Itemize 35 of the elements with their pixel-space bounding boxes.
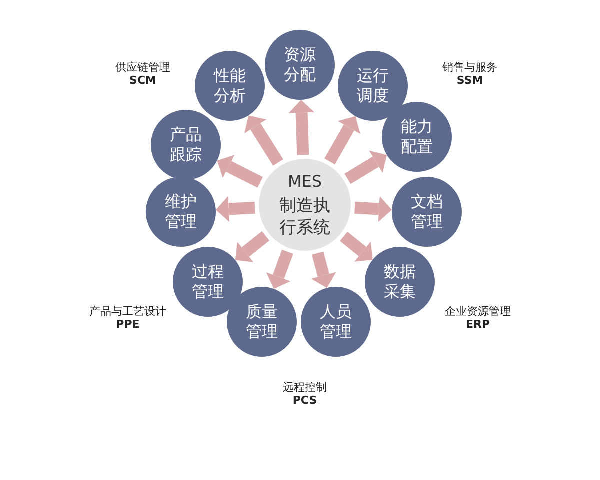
arrow [324, 116, 360, 165]
system-name: 销售与服务 [442, 60, 498, 75]
arrow [344, 150, 388, 184]
circle-text: 性能分析 [213, 66, 247, 106]
system-abbreviation: PCS [292, 394, 318, 407]
system-name: 远程控制 [283, 380, 327, 395]
circle-text: 质量管理 [245, 302, 279, 342]
arrow [354, 196, 392, 222]
circle-text: 制造执行系统 [278, 194, 332, 238]
arrow [311, 252, 336, 288]
circle-text: 维护管理 [164, 192, 198, 232]
circle-text: 运行调度 [356, 66, 390, 106]
center-circle [259, 159, 351, 251]
circle-text: 人员管理 [319, 302, 353, 342]
system-name: 产品与工艺设计 [90, 304, 166, 319]
arrow [216, 196, 256, 222]
circle-text: 资源分配 [283, 45, 317, 85]
arrow [288, 100, 315, 156]
circle-text: 产品跟踪 [169, 125, 203, 165]
circle-heading: MES [288, 172, 322, 190]
system-name: 企业资源管理 [445, 304, 511, 319]
system-abbreviation: PPE [116, 318, 140, 331]
circle-text: 数据采集 [383, 262, 417, 302]
circle-text: 过程管理 [191, 262, 225, 302]
arrow [235, 231, 270, 262]
arrow [244, 116, 284, 166]
circle-text: 能力配置 [400, 117, 434, 157]
system-abbreviation: SCM [130, 74, 156, 87]
system-abbreviation: ERP [466, 318, 490, 331]
circle-text: 文档管理 [410, 192, 444, 232]
system-name: 供应链管理 [116, 60, 170, 75]
arrow [266, 250, 294, 290]
arrow [217, 155, 264, 188]
arrow [340, 232, 373, 262]
system-abbreviation: SSM [456, 74, 484, 87]
